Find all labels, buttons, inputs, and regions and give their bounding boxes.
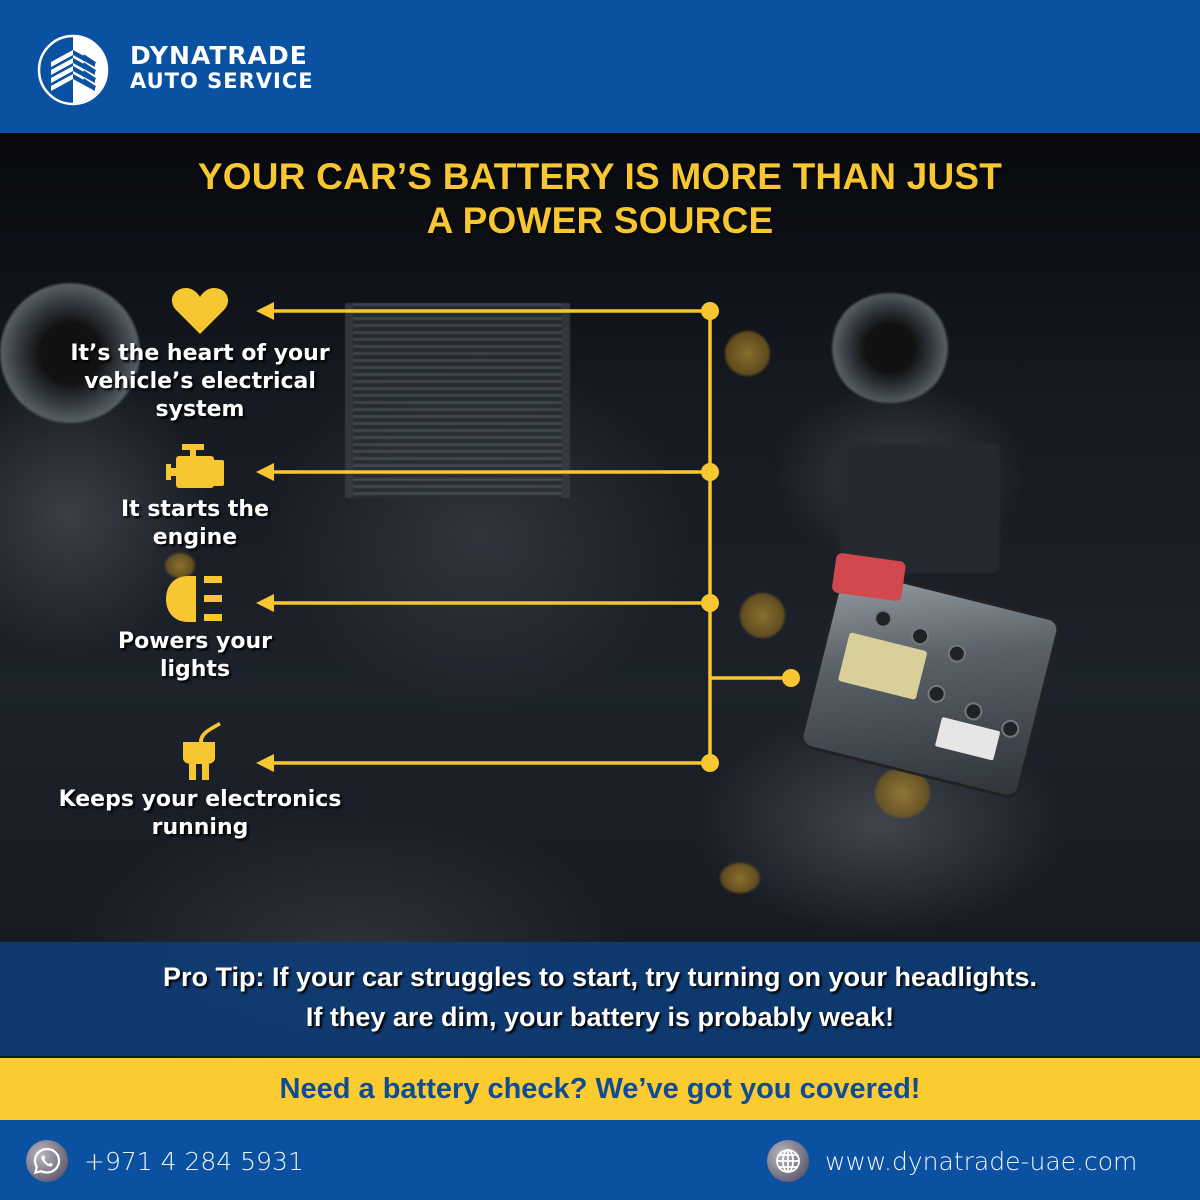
- brand-name-line1: DYNATRADE: [130, 41, 308, 70]
- header-bar: DYNATRADE AUTO SERVICE: [0, 0, 1200, 133]
- feature-text-line: It starts the: [120, 497, 270, 522]
- feature-text-line: system: [155, 397, 245, 422]
- phone-number: +971 4 284 5931: [84, 1146, 304, 1176]
- feature-text-line: engine: [152, 525, 238, 550]
- feature-electronics: Keeps your electronics running: [40, 718, 360, 842]
- feature-text-line: Powers your: [117, 629, 273, 654]
- feature-text-line: running: [151, 815, 249, 840]
- feature-engine: It starts the engine: [95, 444, 295, 552]
- plug-icon: [183, 722, 221, 780]
- headline-line1: YOUR CAR’S BATTERY IS MORE THAN JUST: [197, 156, 1003, 197]
- battery-vent: [925, 683, 948, 705]
- intercooler-graphic: [345, 303, 570, 498]
- feature-heart: It’s the heart of your vehicle’s electri…: [60, 288, 340, 424]
- feature-text-line: vehicle’s electrical: [84, 369, 316, 394]
- feature-lights: Powers your lights: [95, 576, 295, 684]
- fuse-box-graphic: [840, 443, 1000, 573]
- feature-text-line: It’s the heart of your: [70, 341, 330, 366]
- headlight-icon: [166, 576, 222, 622]
- footer-bar: +971 4 284 5931 www.dynatrade-uae.com: [0, 1120, 1200, 1200]
- engine-bay-background: [0, 133, 1200, 1058]
- headline-line2: A POWER SOURCE: [426, 200, 774, 241]
- website-contact[interactable]: www.dynatrade-uae.com: [767, 1140, 1137, 1182]
- phone-contact[interactable]: +971 4 284 5931: [26, 1140, 304, 1182]
- orange-cap: [165, 553, 195, 578]
- strut-mount-left: [0, 283, 140, 423]
- brand-name: DYNATRADE AUTO SERVICE: [130, 42, 314, 93]
- pro-tip-line2: If they are dim, your battery is probabl…: [305, 1002, 895, 1032]
- oil-cap: [740, 593, 785, 638]
- feature-text-line: Keeps your electronics: [58, 787, 342, 812]
- battery-vent: [909, 625, 931, 648]
- battery-vent: [872, 607, 895, 630]
- dynatrade-logo-icon: [37, 34, 109, 106]
- strut-mount-right: [830, 293, 950, 403]
- website-url: www.dynatrade-uae.com: [825, 1146, 1138, 1176]
- pro-tip-line1: Pro Tip: If your car struggles to start,…: [162, 962, 1038, 992]
- whatsapp-icon: [26, 1140, 68, 1182]
- feature-text-line: lights: [159, 657, 231, 682]
- battery-sticker: [934, 716, 1001, 761]
- coolant-cap: [875, 768, 930, 818]
- pro-tip-banner: Pro Tip: If your car struggles to start,…: [0, 942, 1200, 1056]
- car-battery-graphic: [801, 552, 1059, 797]
- globe-icon: [767, 1140, 809, 1182]
- brand-name-line2: AUTO SERVICE: [130, 69, 314, 93]
- battery-vent: [999, 717, 1022, 740]
- headline: YOUR CAR’S BATTERY IS MORE THAN JUST A P…: [0, 155, 1200, 243]
- battery-terminal-cover: [831, 552, 907, 602]
- washer-cap: [720, 863, 760, 893]
- battery-vent: [945, 642, 968, 665]
- battery-vent: [962, 700, 985, 723]
- cta-banner[interactable]: Need a battery check? We’ve got you cove…: [0, 1058, 1200, 1120]
- engine-icon: [166, 444, 224, 488]
- cta-text: Need a battery check? We’ve got you cove…: [279, 1073, 921, 1105]
- reservoir-cap: [725, 331, 770, 376]
- heart-icon: [171, 288, 229, 334]
